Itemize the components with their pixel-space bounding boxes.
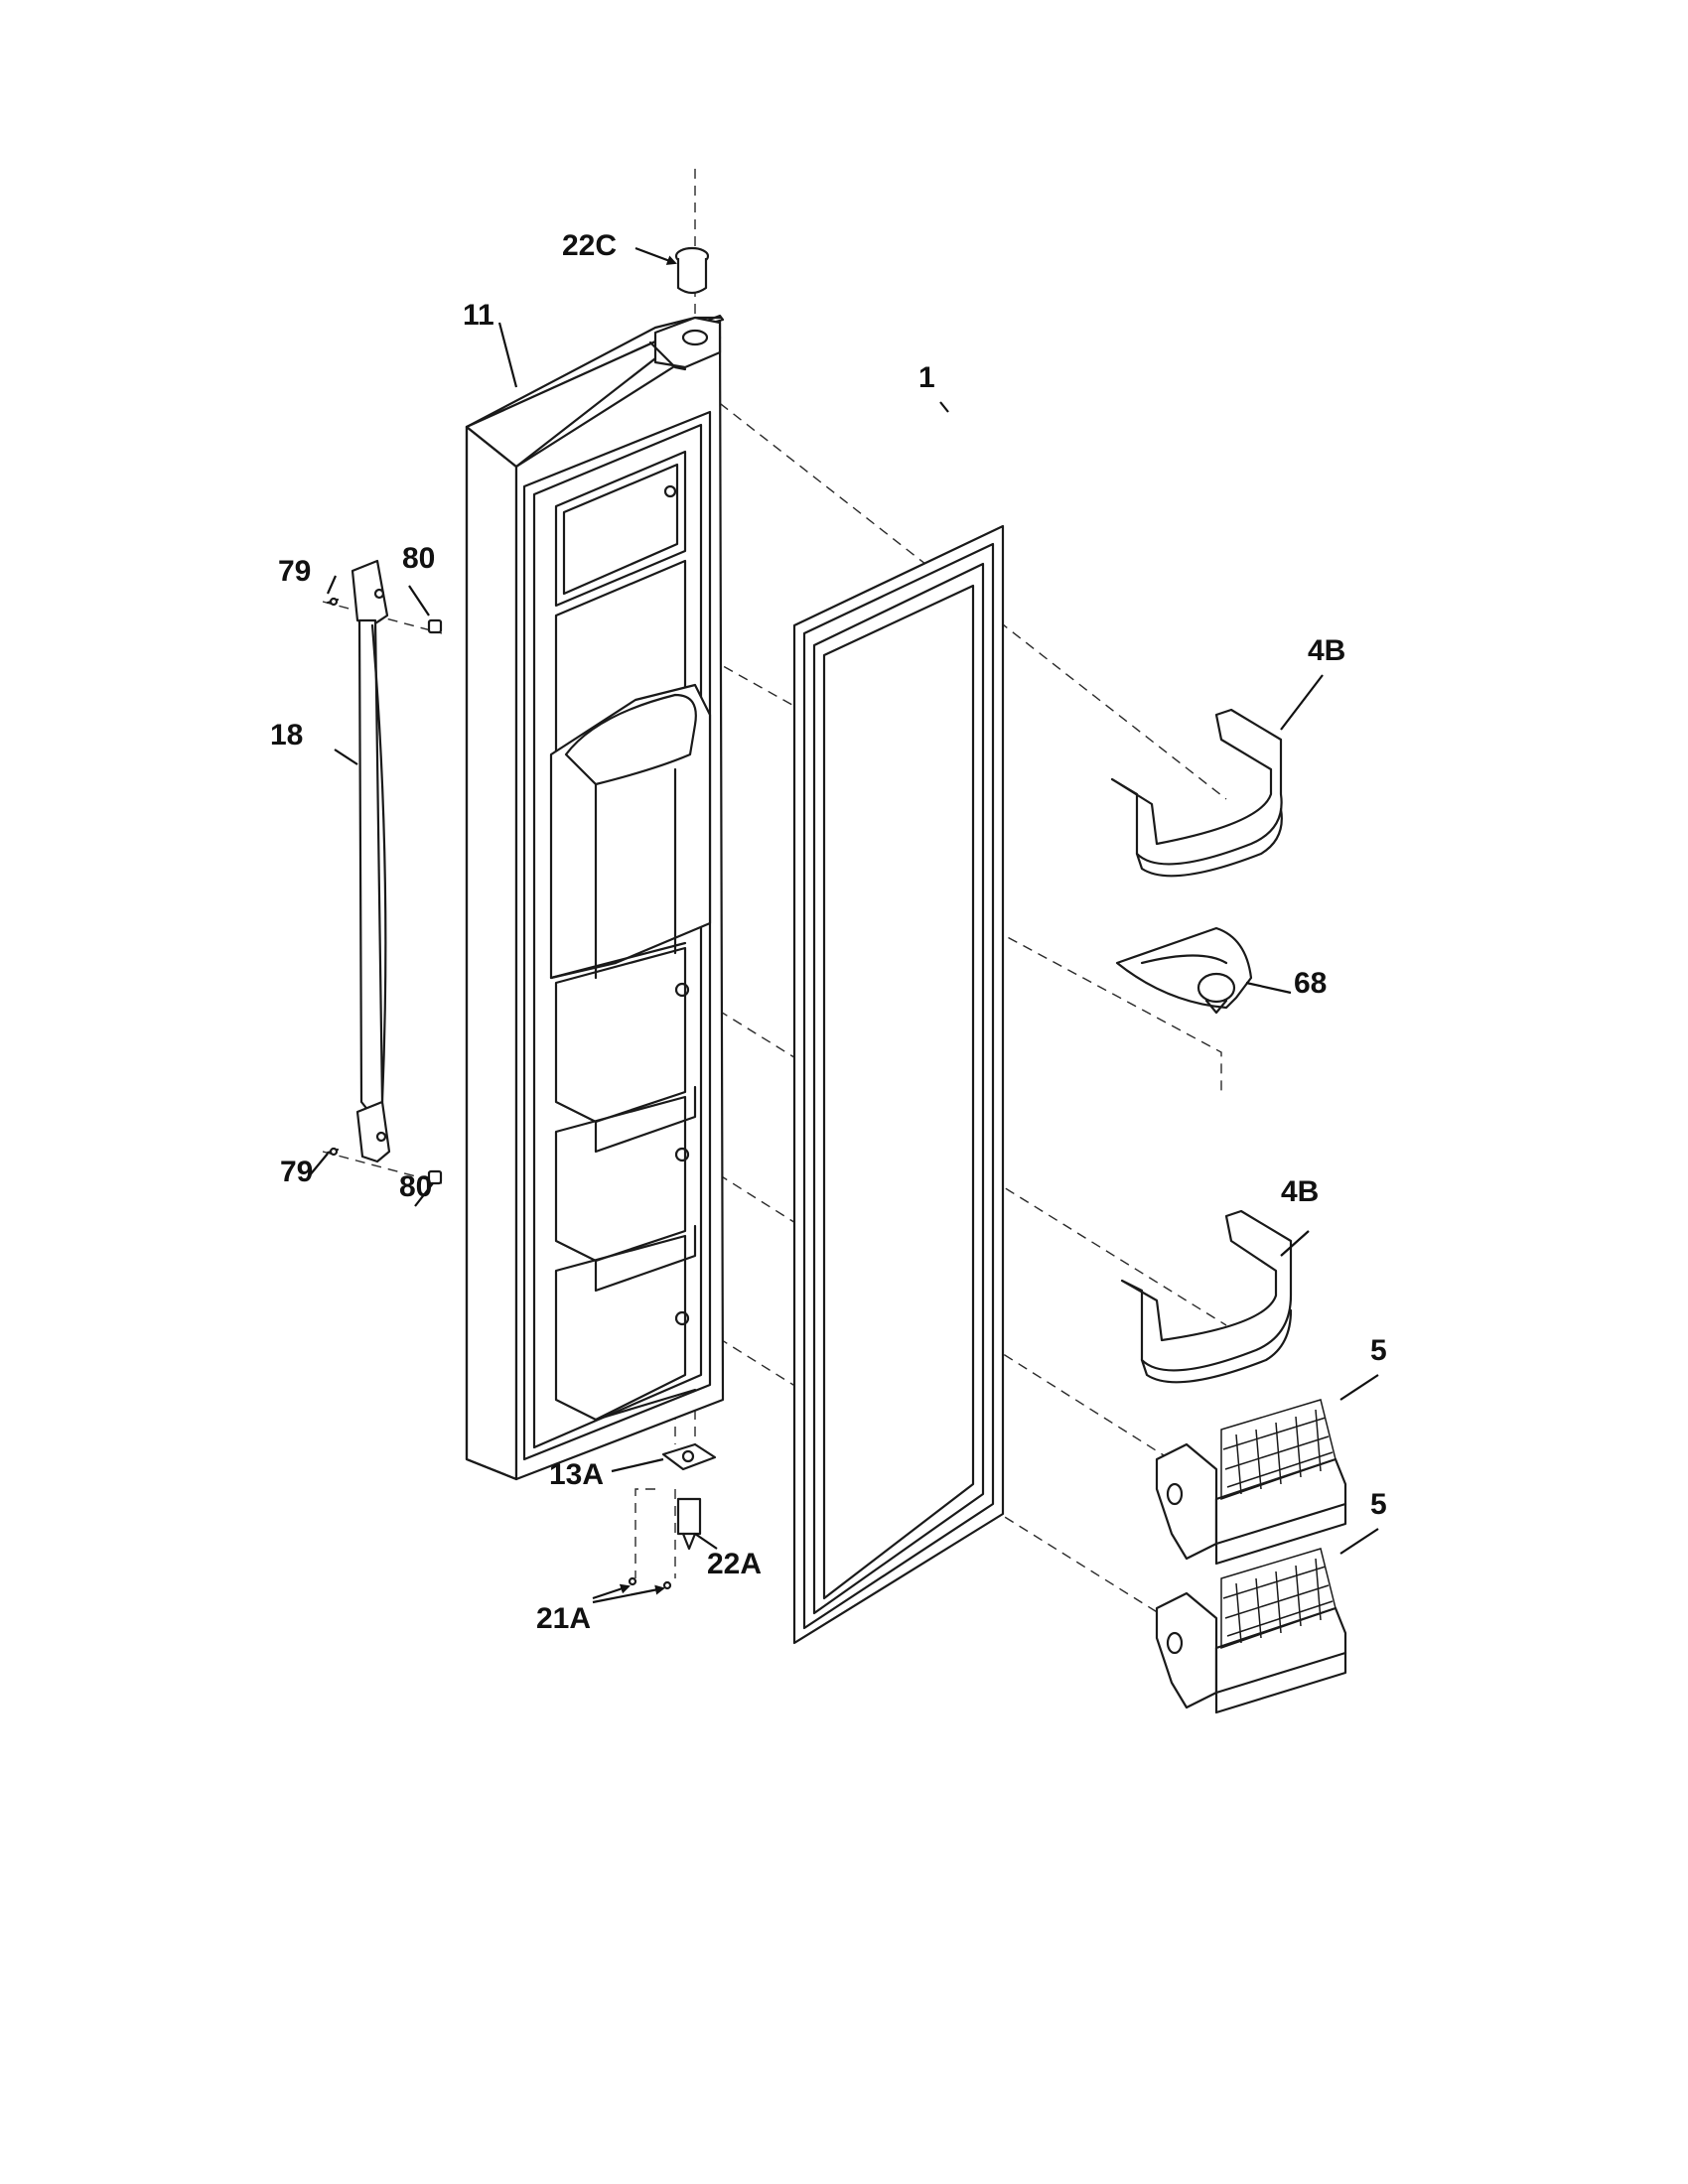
label-1: 1	[918, 361, 935, 394]
label-5-lower: 5	[1370, 1488, 1387, 1521]
wire-basket-lower	[1155, 1548, 1347, 1714]
wire-basket-upper	[1155, 1399, 1347, 1566]
alignment-lines	[322, 169, 1227, 1644]
label-21A: 21A	[536, 1602, 591, 1635]
door-handle	[351, 559, 391, 1163]
label-4B-upper: 4B	[1308, 634, 1345, 667]
label-79-lower: 79	[280, 1156, 313, 1188]
bottom-hinge-parts	[628, 1442, 717, 1590]
label-13A: 13A	[549, 1458, 604, 1491]
label-5-upper: 5	[1370, 1334, 1387, 1367]
door-bin-upper	[1110, 708, 1283, 878]
label-80-upper: 80	[402, 542, 435, 575]
part-labels: 22C 11 1 79 80 18 4B 68 79 80 4B 5 13A 2…	[270, 229, 1387, 1635]
hinge-bushing	[674, 246, 710, 295]
label-68: 68	[1294, 967, 1327, 1000]
label-22C: 22C	[562, 229, 617, 262]
screws	[326, 597, 443, 1185]
leader-lines	[308, 246, 1379, 1604]
door-assembly	[465, 314, 725, 1481]
label-22A: 22A	[707, 1548, 762, 1580]
ice-chute-cup	[1115, 926, 1253, 1015]
label-11: 11	[463, 299, 494, 332]
label-4B-lower: 4B	[1281, 1175, 1319, 1208]
label-18: 18	[270, 719, 303, 751]
label-79-upper: 79	[278, 555, 311, 588]
door-bin-lower	[1120, 1209, 1293, 1384]
door-gasket	[792, 524, 1005, 1645]
label-80-lower: 80	[399, 1170, 432, 1203]
